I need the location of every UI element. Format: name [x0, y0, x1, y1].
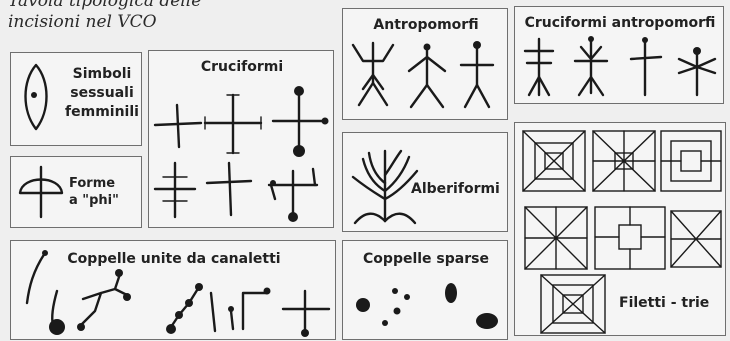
- phi-symbol-icon: [18, 165, 64, 219]
- coppelle-sparse-label: Coppelle sparse: [363, 251, 489, 267]
- panel-coppelle-unite: Coppelle unite da canaletti: [10, 240, 336, 340]
- panel-forme-phi: Forme a "phi": [10, 156, 142, 228]
- simboli-label-2: sessuali: [70, 85, 134, 101]
- panel-alberiformi: Alberiformi: [342, 132, 508, 232]
- forme-label-2: a "phi": [69, 193, 119, 208]
- alberiformi-label: Alberiformi: [411, 181, 500, 197]
- panel-antropomorfi: Antropomorfi: [342, 8, 508, 120]
- cupule-channel-icon: [25, 250, 331, 337]
- cruciform-anthropomorph-icon: [523, 36, 717, 97]
- filetti-label: Filetti - trie: [619, 295, 710, 311]
- square-spiral-grid-icon: [522, 130, 722, 334]
- simboli-label-1: Simboli: [72, 66, 132, 82]
- panel-cruciformi-antropomorfi: Cruciformi antropomorfi: [514, 6, 724, 104]
- cross-icon: [153, 86, 329, 222]
- cruciformi-label: Cruciformi: [200, 59, 284, 75]
- panel-cruciformi: Cruciformi: [148, 50, 334, 228]
- cupule-icon: [356, 283, 498, 329]
- anthropomorph-icon: [351, 41, 495, 109]
- panel-coppelle-sparse: Coppelle sparse: [342, 240, 508, 340]
- vulva-symbol-icon: [24, 63, 48, 131]
- antropomorfi-label: Antropomorfi: [373, 17, 479, 33]
- panel-simboli-sessuali-femminili: Simboli sessuali femminili: [10, 52, 142, 146]
- page-title: Tavola tipologica delle incisioni nel VC…: [8, 0, 201, 33]
- title-line-2: incisioni nel VCO: [8, 12, 157, 32]
- title-line-1: Tavola tipologica delle: [8, 0, 202, 11]
- coppelle-unite-label: Coppelle unite da canaletti: [67, 251, 281, 267]
- panel-filetti-trie: Filetti - trie: [514, 122, 726, 336]
- tree-form-icon: [351, 149, 419, 225]
- cruciformi-antropomorfi-label: Cruciformi antropomorfi: [524, 15, 716, 31]
- simboli-label-3: femminili: [65, 104, 139, 120]
- forme-label-1: Forme: [69, 176, 116, 191]
